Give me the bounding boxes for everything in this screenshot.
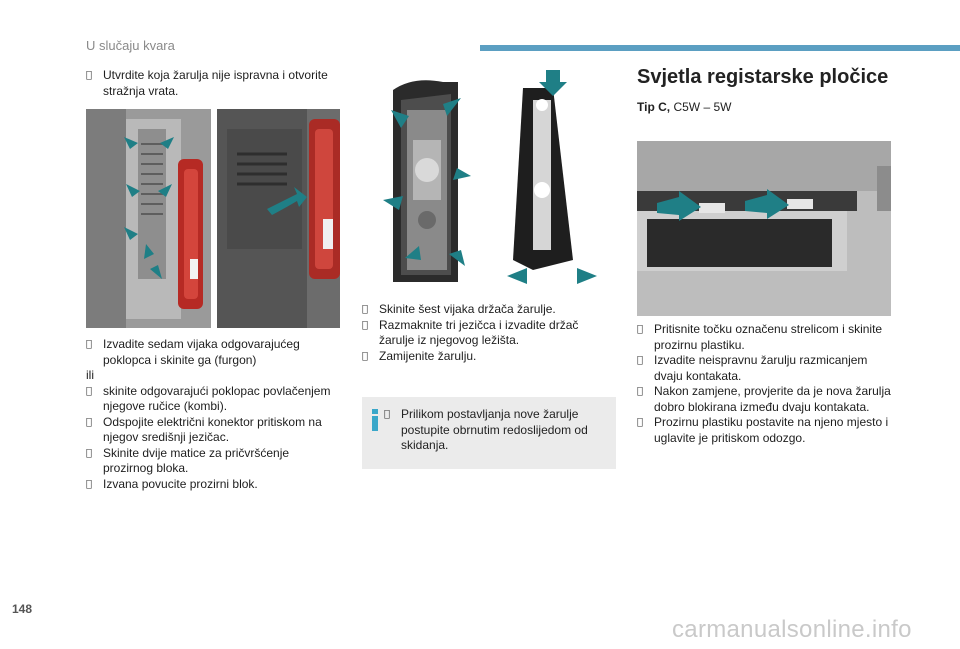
list-item:  Skinite šest vijaka držača žarulje. bbox=[362, 302, 616, 318]
step-text: Izvadite sedam vijaka odgovarajućeg pokl… bbox=[103, 337, 300, 367]
list-item:  skinite odgovarajući poklopac povlačen… bbox=[86, 384, 341, 415]
left-steps:  Izvadite sedam vijaka odgovarajućeg po… bbox=[86, 337, 341, 492]
page-number: 148 bbox=[12, 602, 33, 616]
license-plate-light-photo bbox=[637, 141, 891, 316]
bullet-arrow-icon:  bbox=[384, 407, 390, 423]
step-text: Izvadite neispravnu žarulju razmicanjem … bbox=[654, 353, 868, 383]
list-item:  Razmaknite tri jezičca i izvadite drža… bbox=[362, 318, 616, 349]
step-text: Razmaknite tri jezičca i izvadite držač … bbox=[379, 317, 579, 348]
header-accent-bar bbox=[480, 45, 960, 51]
bulb-type: Tip C, C5W – 5W bbox=[637, 100, 731, 114]
step-text: Prozirnu plastiku postavite na njeno mje… bbox=[654, 415, 889, 445]
bulb-holder-illustration bbox=[383, 70, 601, 288]
bullet-arrow-icon:  bbox=[86, 446, 92, 462]
step-text: skinite odgovarajući poklopac povlačenje… bbox=[103, 383, 331, 414]
step-text: Nakon zamjene, provjerite da je nova žar… bbox=[654, 384, 891, 414]
list-item:  Prozirnu plastiku postavite na njeno m… bbox=[637, 415, 891, 446]
bullet-arrow-icon:  bbox=[86, 337, 92, 353]
info-text-content: Prilikom postavljanja nove žarulje postu… bbox=[401, 407, 588, 452]
page-header-title: U slučaju kvara bbox=[86, 38, 175, 53]
bulb-type-value: C5W – 5W bbox=[673, 100, 732, 114]
list-item:  Skinite dvije matice za pričvršćenje p… bbox=[86, 446, 341, 477]
tail-light-removal-photo bbox=[217, 109, 340, 328]
info-box:  Prilikom postavljanja nove žarulje pos… bbox=[362, 397, 616, 469]
step-text: Pritisnite točku označenu strelicom i sk… bbox=[654, 322, 883, 352]
bullet-arrow-icon:  bbox=[637, 353, 643, 369]
bullet-arrow-icon:  bbox=[362, 349, 368, 365]
list-item:  Nakon zamjene, provjerite da je nova ž… bbox=[637, 384, 891, 415]
bullet-arrow-icon:  bbox=[637, 384, 643, 400]
middle-steps:  Skinite šest vijaka držača žarulje.  … bbox=[362, 302, 616, 364]
bullet-arrow-icon:  bbox=[86, 477, 92, 493]
section-title: Svjetla registarske pločice bbox=[637, 66, 889, 88]
bullet-arrow-icon:  bbox=[86, 68, 92, 84]
list-item:  Zamijenite žarulju. bbox=[362, 349, 616, 365]
info-text:  Prilikom postavljanja nove žarulje pos… bbox=[384, 407, 606, 454]
list-item:  Izvana povucite prozirni blok. bbox=[86, 477, 341, 493]
bullet-arrow-icon:  bbox=[362, 302, 368, 318]
bulb-type-label: Tip C, bbox=[637, 100, 671, 114]
step-text: ili bbox=[86, 368, 94, 382]
bullet-arrow-icon:  bbox=[637, 322, 643, 338]
list-item:  Pritisnite točku označenu strelicom i … bbox=[637, 322, 891, 353]
intro-bullet:  Utvrdite koja žarulja nije ispravna i … bbox=[86, 68, 336, 99]
list-item:  Izvadite sedam vijaka odgovarajućeg po… bbox=[86, 337, 341, 368]
step-text: Zamijenite žarulju. bbox=[379, 348, 477, 363]
step-text: Skinite dvije matice za pričvršćenje pro… bbox=[103, 445, 290, 476]
step-text: Odspojite električni konektor pritiskom … bbox=[103, 414, 322, 445]
bullet-arrow-icon:  bbox=[86, 415, 92, 431]
list-item:  Odspojite električni konektor pritisko… bbox=[86, 415, 341, 446]
info-icon bbox=[370, 409, 380, 431]
watermark: carmanualsonline.info bbox=[672, 616, 912, 643]
list-item: ili bbox=[86, 368, 341, 384]
list-item:  Izvadite neispravnu žarulju razmicanje… bbox=[637, 353, 891, 384]
intro-text: Utvrdite koja žarulja nije ispravna i ot… bbox=[103, 68, 328, 98]
bullet-arrow-icon:  bbox=[362, 318, 368, 334]
left-intro:  Utvrdite koja žarulja nije ispravna i … bbox=[86, 68, 336, 99]
tail-light-cover-photo bbox=[86, 109, 211, 328]
step-text: Izvana povucite prozirni blok. bbox=[103, 476, 258, 491]
bullet-arrow-icon:  bbox=[86, 384, 92, 400]
bullet-arrow-icon:  bbox=[637, 415, 643, 431]
right-steps:  Pritisnite točku označenu strelicom i … bbox=[637, 322, 891, 446]
step-text: Skinite šest vijaka držača žarulje. bbox=[379, 302, 556, 316]
